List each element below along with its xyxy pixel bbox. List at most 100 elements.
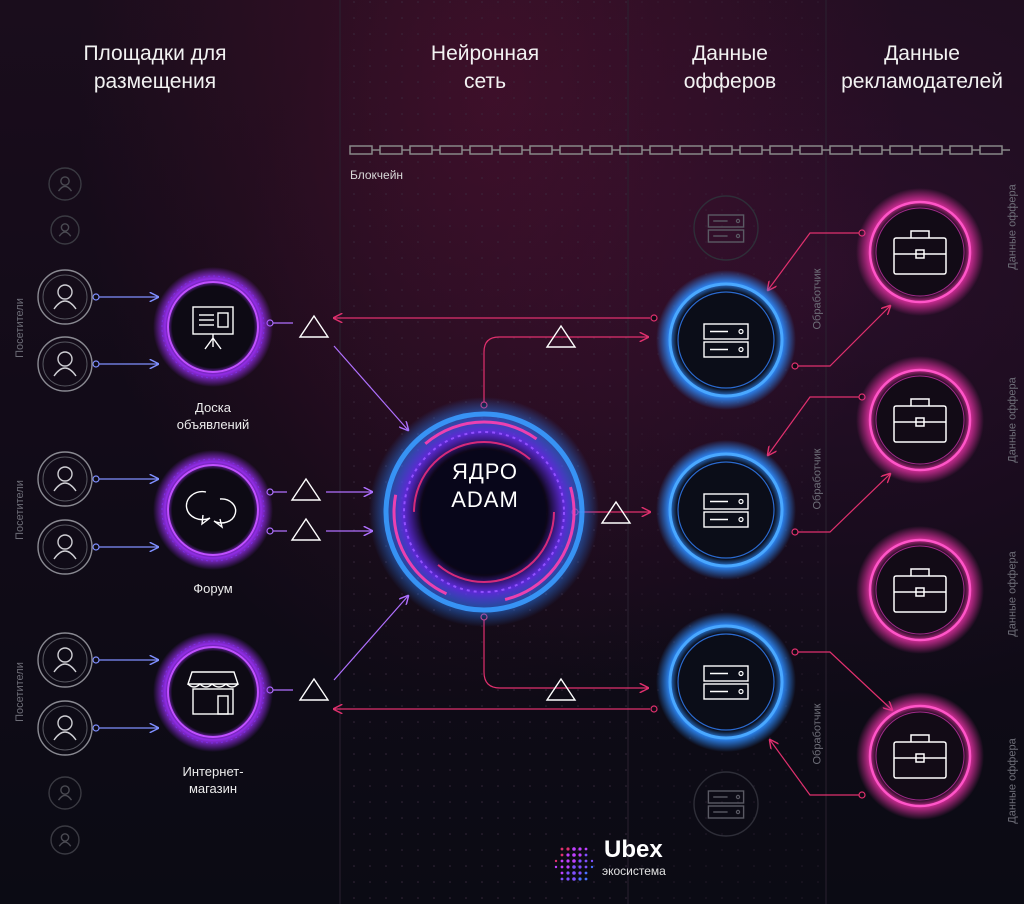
visitor-icon bbox=[48, 776, 82, 810]
logo-dot bbox=[584, 847, 588, 851]
handler-link bbox=[768, 396, 860, 455]
briefcase-icon bbox=[893, 230, 947, 275]
offer-nodes bbox=[656, 195, 796, 837]
server-icon bbox=[707, 790, 745, 819]
platform-node-shop[interactable] bbox=[153, 632, 273, 752]
platform-label-forum: Форум bbox=[193, 581, 233, 596]
triangle-icon bbox=[298, 314, 330, 338]
logo-dot bbox=[584, 865, 588, 869]
logo-dot bbox=[560, 877, 564, 881]
triangle-icon bbox=[545, 324, 577, 348]
visitor-icons bbox=[37, 167, 93, 855]
visitors-label: Посетители bbox=[13, 480, 26, 540]
briefcase-icon bbox=[893, 398, 947, 443]
offer-server-node[interactable] bbox=[656, 440, 796, 580]
offer-server-node-inactive bbox=[693, 195, 759, 261]
offer-data-label: Данные оффера bbox=[1006, 738, 1019, 824]
logo-dot bbox=[584, 877, 588, 881]
brand-subtitle: экосистема bbox=[602, 864, 666, 878]
brand-name: Ubex bbox=[604, 836, 663, 863]
column-header-offers: Данные офферов bbox=[683, 42, 777, 93]
core-adam-node[interactable] bbox=[369, 397, 599, 627]
logo-dot bbox=[578, 847, 582, 851]
visitor-icon bbox=[50, 825, 80, 855]
platform-node-board[interactable] bbox=[153, 267, 273, 387]
visitor-icon bbox=[48, 167, 82, 201]
logo-dot bbox=[572, 877, 576, 881]
core-to-offer-top bbox=[483, 337, 648, 404]
billboard-icon bbox=[192, 306, 234, 350]
ubex-logo-icon bbox=[554, 847, 594, 881]
logo-dot bbox=[566, 865, 570, 869]
triangle-icon bbox=[290, 517, 322, 541]
visitors-label: Посетители bbox=[13, 662, 26, 722]
platform-node-forum[interactable] bbox=[153, 450, 273, 570]
core-to-offer-bottom bbox=[483, 618, 648, 688]
platform-label-shop: Интернет- магазин bbox=[182, 764, 244, 796]
server-icon bbox=[703, 665, 749, 700]
logo-dot bbox=[566, 871, 570, 875]
logo-dot bbox=[560, 871, 564, 875]
triangles bbox=[290, 314, 632, 701]
handler-link bbox=[795, 306, 890, 367]
logo-dot bbox=[554, 865, 558, 869]
visitor-icon bbox=[37, 700, 93, 756]
column-header-neural: Нейронная сеть bbox=[430, 42, 540, 93]
advertiser-nodes bbox=[856, 188, 984, 820]
logo-dot bbox=[560, 865, 564, 869]
server-icon bbox=[707, 214, 745, 243]
handler-link bbox=[795, 474, 890, 533]
handler-link bbox=[795, 651, 892, 710]
logo-dot bbox=[572, 865, 576, 869]
logo-dot bbox=[566, 853, 570, 857]
logo-dot bbox=[566, 859, 570, 863]
logo-dot bbox=[560, 859, 564, 863]
advertiser-node[interactable] bbox=[856, 692, 984, 820]
triangle-icon bbox=[600, 500, 632, 524]
logo-dot bbox=[572, 859, 576, 863]
briefcase-icon bbox=[893, 734, 947, 779]
briefcase-icon bbox=[893, 568, 947, 613]
logo-dot bbox=[578, 865, 582, 869]
storefront-icon bbox=[187, 671, 239, 715]
offer-data-label: Данные оффера bbox=[1006, 184, 1019, 270]
platform-label-board: Доска объявлений bbox=[176, 400, 250, 432]
logo-dot bbox=[566, 877, 570, 881]
logo-dot bbox=[584, 853, 588, 857]
visitor-icon bbox=[37, 269, 93, 325]
core-label: ЯДРО ADAM bbox=[451, 459, 519, 512]
triangle-icon bbox=[545, 677, 577, 701]
visitor-icon bbox=[37, 519, 93, 575]
logo-dot bbox=[590, 859, 594, 863]
visitor-icon bbox=[50, 215, 80, 245]
column-header-platforms: Площадки для размещения bbox=[83, 42, 227, 93]
advertiser-node[interactable] bbox=[856, 188, 984, 316]
handler-label: Обработчик bbox=[811, 448, 824, 510]
logo-dot bbox=[560, 853, 564, 857]
logo-dot bbox=[578, 859, 582, 863]
server-icon bbox=[703, 323, 749, 358]
logo-dot bbox=[566, 847, 570, 851]
offer-server-node-inactive bbox=[693, 771, 759, 837]
logo-dot bbox=[578, 853, 582, 857]
blockchain-label: Блокчейн bbox=[350, 168, 404, 182]
logo-dot bbox=[572, 847, 576, 851]
handler-label: Обработчик bbox=[811, 703, 824, 765]
column-header-advertisers: Данные рекламодателей bbox=[841, 42, 1003, 93]
platform-to-core-bottom bbox=[333, 596, 408, 681]
logo-dot bbox=[554, 859, 558, 863]
triangle-icon bbox=[290, 477, 322, 501]
visitor-icon bbox=[37, 336, 93, 392]
logo-dot bbox=[578, 871, 582, 875]
logo-dot bbox=[560, 847, 564, 851]
visitors-label: Посетители bbox=[13, 298, 26, 358]
offer-server-node[interactable] bbox=[656, 270, 796, 410]
advertiser-node[interactable] bbox=[856, 526, 984, 654]
handler-label: Обработчик bbox=[811, 268, 824, 330]
offer-server-node[interactable] bbox=[656, 612, 796, 752]
handler-link bbox=[770, 740, 860, 796]
advertiser-node[interactable] bbox=[856, 356, 984, 484]
